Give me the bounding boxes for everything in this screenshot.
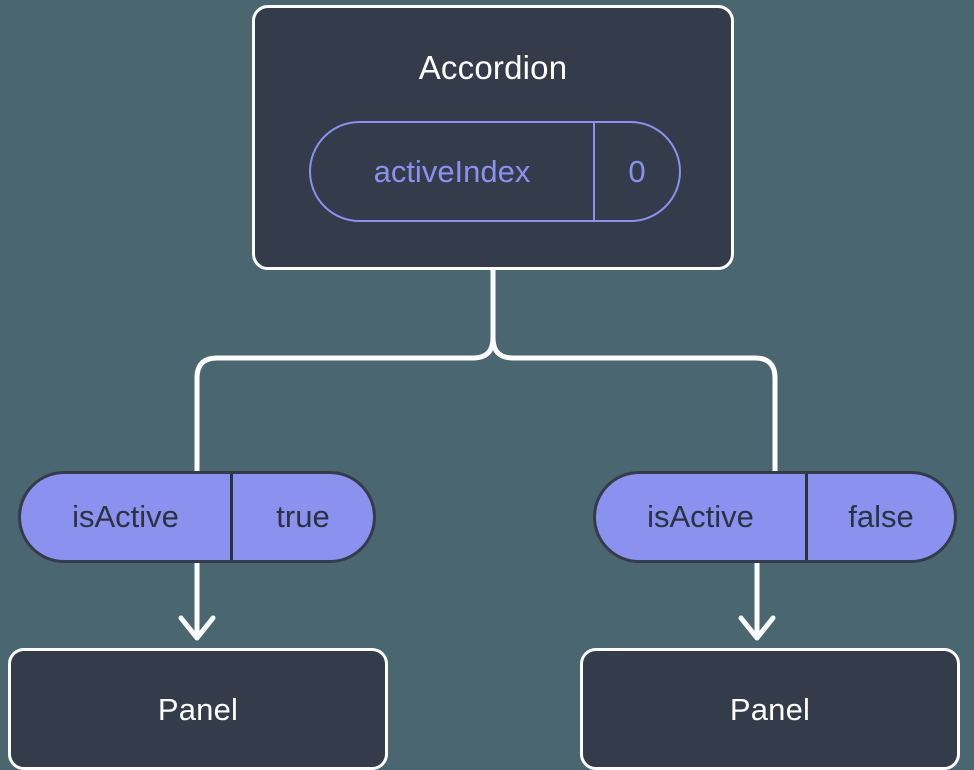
- fork-connector: [194, 267, 496, 475]
- prop-pill-left-value: true: [276, 499, 330, 534]
- down-arrow-right: [738, 560, 776, 641]
- state-pill-active-index[interactable]: activeIndex 0: [309, 121, 681, 222]
- prop-pill-right-key: isActive: [596, 474, 808, 560]
- node-accordion-title: Accordion: [418, 49, 568, 86]
- node-accordion[interactable]: Accordion activeIndex 0: [252, 5, 734, 270]
- state-pill-key: activeIndex: [311, 123, 595, 220]
- node-panel-left-title: Panel: [157, 691, 239, 727]
- prop-pill-right-is-active[interactable]: isActive false: [593, 471, 957, 563]
- prop-pill-right-value: false: [848, 499, 914, 534]
- down-arrow-left: [178, 560, 216, 641]
- node-panel-left[interactable]: Panel: [8, 648, 388, 770]
- node-panel-right-title: Panel: [729, 691, 811, 727]
- node-panel-right[interactable]: Panel: [580, 648, 960, 770]
- fork-connector-right: [490, 335, 778, 475]
- prop-pill-left-is-active[interactable]: isActive true: [18, 471, 376, 563]
- prop-pill-left-key: isActive: [21, 474, 233, 560]
- state-pill-value: 0: [628, 153, 646, 189]
